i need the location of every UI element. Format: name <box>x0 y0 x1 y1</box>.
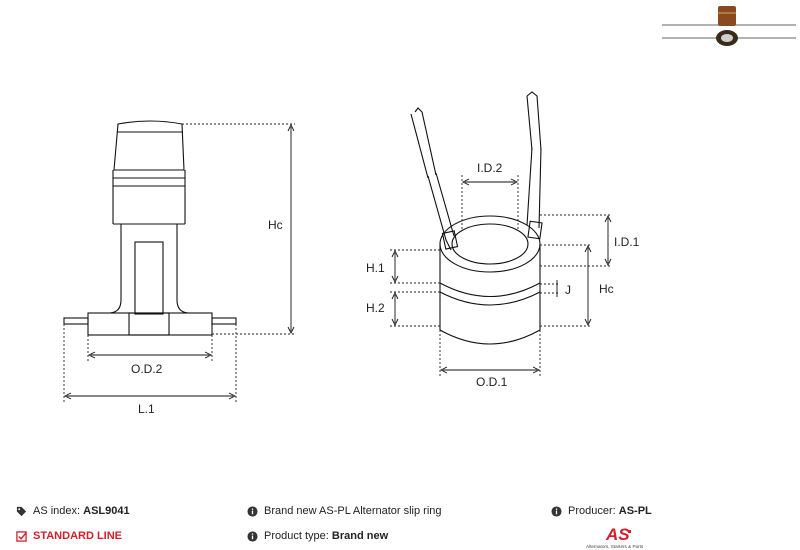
ring-view-part <box>410 91 543 345</box>
logo-text: AS <box>605 525 630 544</box>
product-thumbnail <box>662 6 796 46</box>
tag-icon <box>16 506 27 516</box>
label-h1: H.1 <box>366 261 385 275</box>
as-index-value: ASL9041 <box>83 505 130 517</box>
info-icon <box>247 505 258 517</box>
as-pl-logo: AS Alternators, Starters & Parts <box>586 525 644 549</box>
label-l1: L.1 <box>138 402 155 416</box>
as-index-label: AS index: <box>33 505 81 517</box>
label-od2: O.D.2 <box>131 362 163 376</box>
product-type-value: Brand new <box>331 530 389 542</box>
description-text: Brand new AS-PL Alternator slip ring <box>264 505 442 517</box>
logo-tagline: Alternators, Starters & Parts <box>586 544 644 549</box>
description-row: Brand new AS-PL Alternator slip ring <box>247 505 442 517</box>
info-icon <box>247 530 258 542</box>
label-j: J <box>565 283 571 297</box>
product-type-row: Product type: Brand new <box>247 530 388 542</box>
check-square-icon <box>16 530 27 542</box>
technical-drawing: Hc O.D.2 L.1 <box>63 91 640 416</box>
producer-row: Producer: AS-PL <box>551 505 652 517</box>
side-view-part <box>63 120 237 336</box>
label-id2: I.D.2 <box>477 161 503 175</box>
producer-label: Producer: <box>568 505 616 517</box>
producer-value: AS-PL <box>618 505 652 517</box>
product-type-label: Product type: <box>264 530 329 542</box>
right-dimensions <box>390 175 612 376</box>
standard-line-row: STANDARD LINE <box>16 530 122 542</box>
left-dimensions <box>63 123 295 402</box>
label-id1: I.D.1 <box>614 235 640 249</box>
product-info-footer: AS index: ASL9041 STANDARD LINE Brand ne… <box>0 498 800 550</box>
label-od1: O.D.1 <box>476 375 508 389</box>
label-hc-right: Hc <box>599 282 614 296</box>
standard-line-label: STANDARD LINE <box>33 530 123 542</box>
info-icon <box>551 505 562 517</box>
label-hc-left: Hc <box>268 218 283 232</box>
as-index-row: AS index: ASL9041 <box>16 505 130 517</box>
label-h2: H.2 <box>366 301 385 315</box>
